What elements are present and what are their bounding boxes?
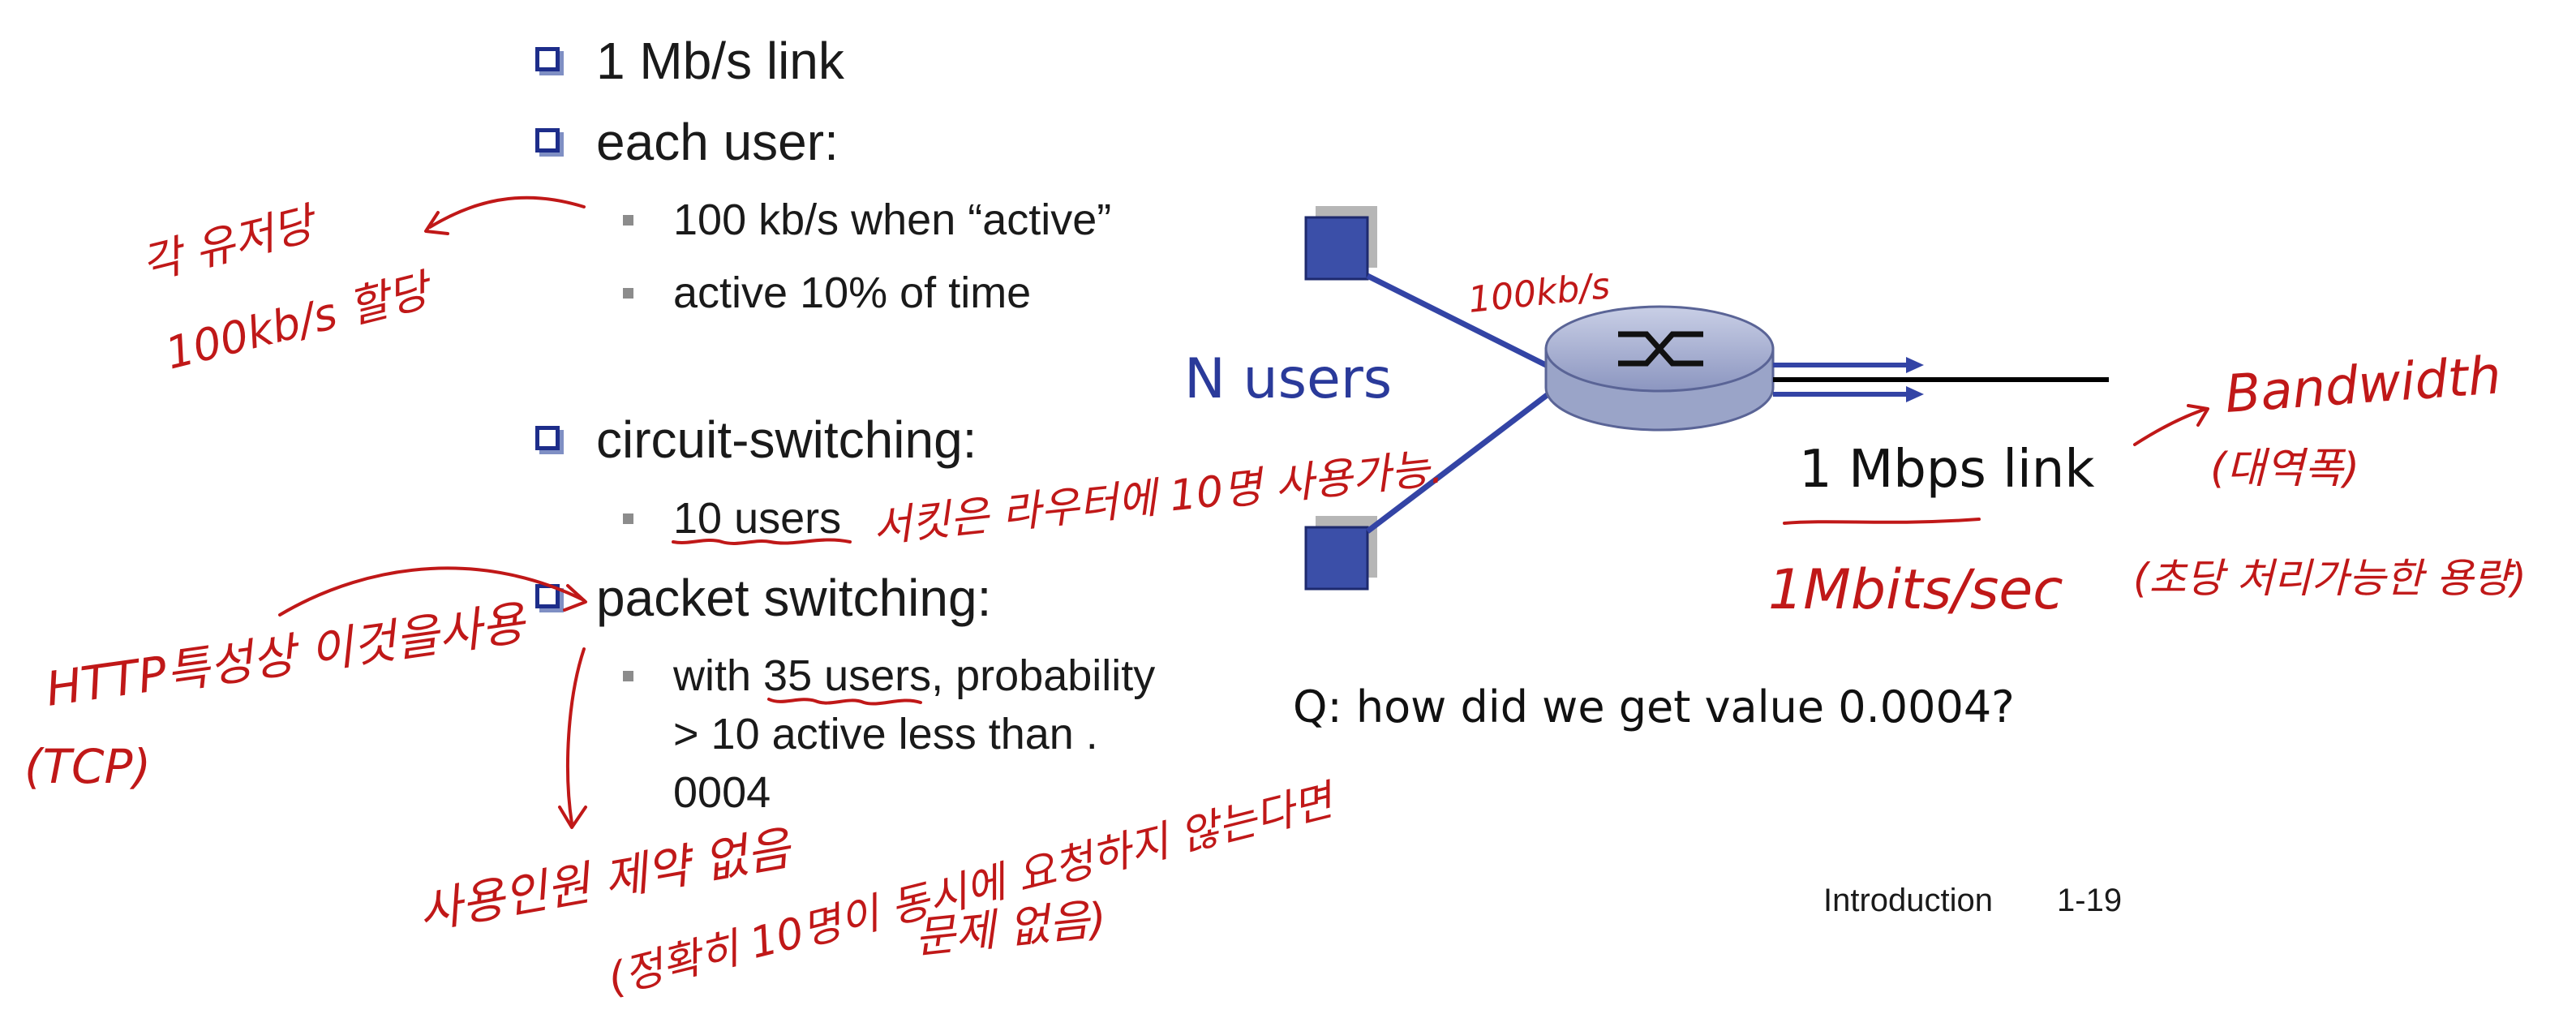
user-host-top	[1304, 216, 1369, 281]
footer-section: Introduction	[1823, 883, 1994, 918]
outgoing-link-arrows	[1773, 357, 2109, 402]
annotation-mbits: 1Mbits/sec	[1768, 558, 2063, 622]
sub-bullet-value: 0004	[673, 768, 771, 817]
arrow-stroke	[2133, 407, 2208, 446]
bullet-each-user: each user:	[596, 113, 839, 171]
link-capacity-label: 1 Mbps link	[1799, 440, 2094, 500]
bullet-link: 1 Mb/s link	[596, 32, 844, 90]
bullet-square-icon	[535, 128, 560, 153]
arrow-head	[2187, 404, 2209, 427]
arrow-head	[558, 806, 587, 829]
underline-1mbps	[1783, 518, 1981, 525]
sub-bullet-ten-users: 10 users	[673, 494, 842, 543]
annotation-exactly-ten: (정확히 10명이 동시에 요청하지 않는다면	[603, 776, 1342, 1004]
annotation-bandwidth: Bandwidth	[2223, 346, 2503, 425]
access-link-top	[1366, 273, 1551, 370]
annotation-per-user-rate: 100kb/s 할당	[161, 264, 439, 380]
sub-bullet-35-users: with 35 users, probability	[673, 651, 1156, 700]
bullet-packet-switching: packet switching:	[596, 569, 992, 627]
sub-bullet-icon	[623, 671, 633, 681]
annotation-bandwidth-kr: (대역폭)	[2210, 445, 2359, 493]
sub-bullet-icon	[623, 513, 633, 524]
bullet-circuit-switching: circuit-switching:	[596, 410, 977, 469]
sub-bullet-probability: > 10 active less than .	[673, 710, 1098, 758]
sub-bullet-active-rate: 100 kb/s when “active”	[673, 195, 1112, 244]
annotation-access-rate: 100kb/s	[1466, 265, 1612, 321]
sub-bullet-icon	[623, 288, 633, 299]
user-host-bottom	[1304, 526, 1369, 591]
arrow-head	[563, 584, 587, 612]
annotation-capacity: (초당 처리가능한 용량)	[2133, 555, 2527, 602]
n-users-label: N users	[1184, 347, 1392, 411]
annotation-no-limit: 사용인원 제약 없음	[414, 820, 796, 940]
annotation-tcp: (TCP)	[24, 739, 151, 794]
question-text: Q: how did we get value 0.0004?	[1293, 681, 2015, 733]
underline-10-users	[672, 538, 852, 545]
bullet-square-icon	[535, 47, 560, 71]
arrow-stroke	[566, 647, 586, 825]
sub-bullet-active-time: active 10% of time	[673, 269, 1032, 317]
router-icon	[1544, 305, 1775, 432]
bullet-square-icon	[535, 426, 560, 450]
footer-page-number: 1-19	[2057, 883, 2123, 918]
annotation-http-note: HTTP특성상 이것을사용	[42, 595, 530, 716]
arrow-stroke	[278, 566, 586, 617]
access-link-bottom	[1365, 391, 1552, 534]
annotation-per-user: 각 유저당	[136, 197, 324, 290]
arrow-head	[424, 211, 449, 235]
arrow-stroke	[428, 195, 586, 229]
underline-35-users	[767, 698, 922, 706]
sub-bullet-icon	[623, 215, 633, 226]
